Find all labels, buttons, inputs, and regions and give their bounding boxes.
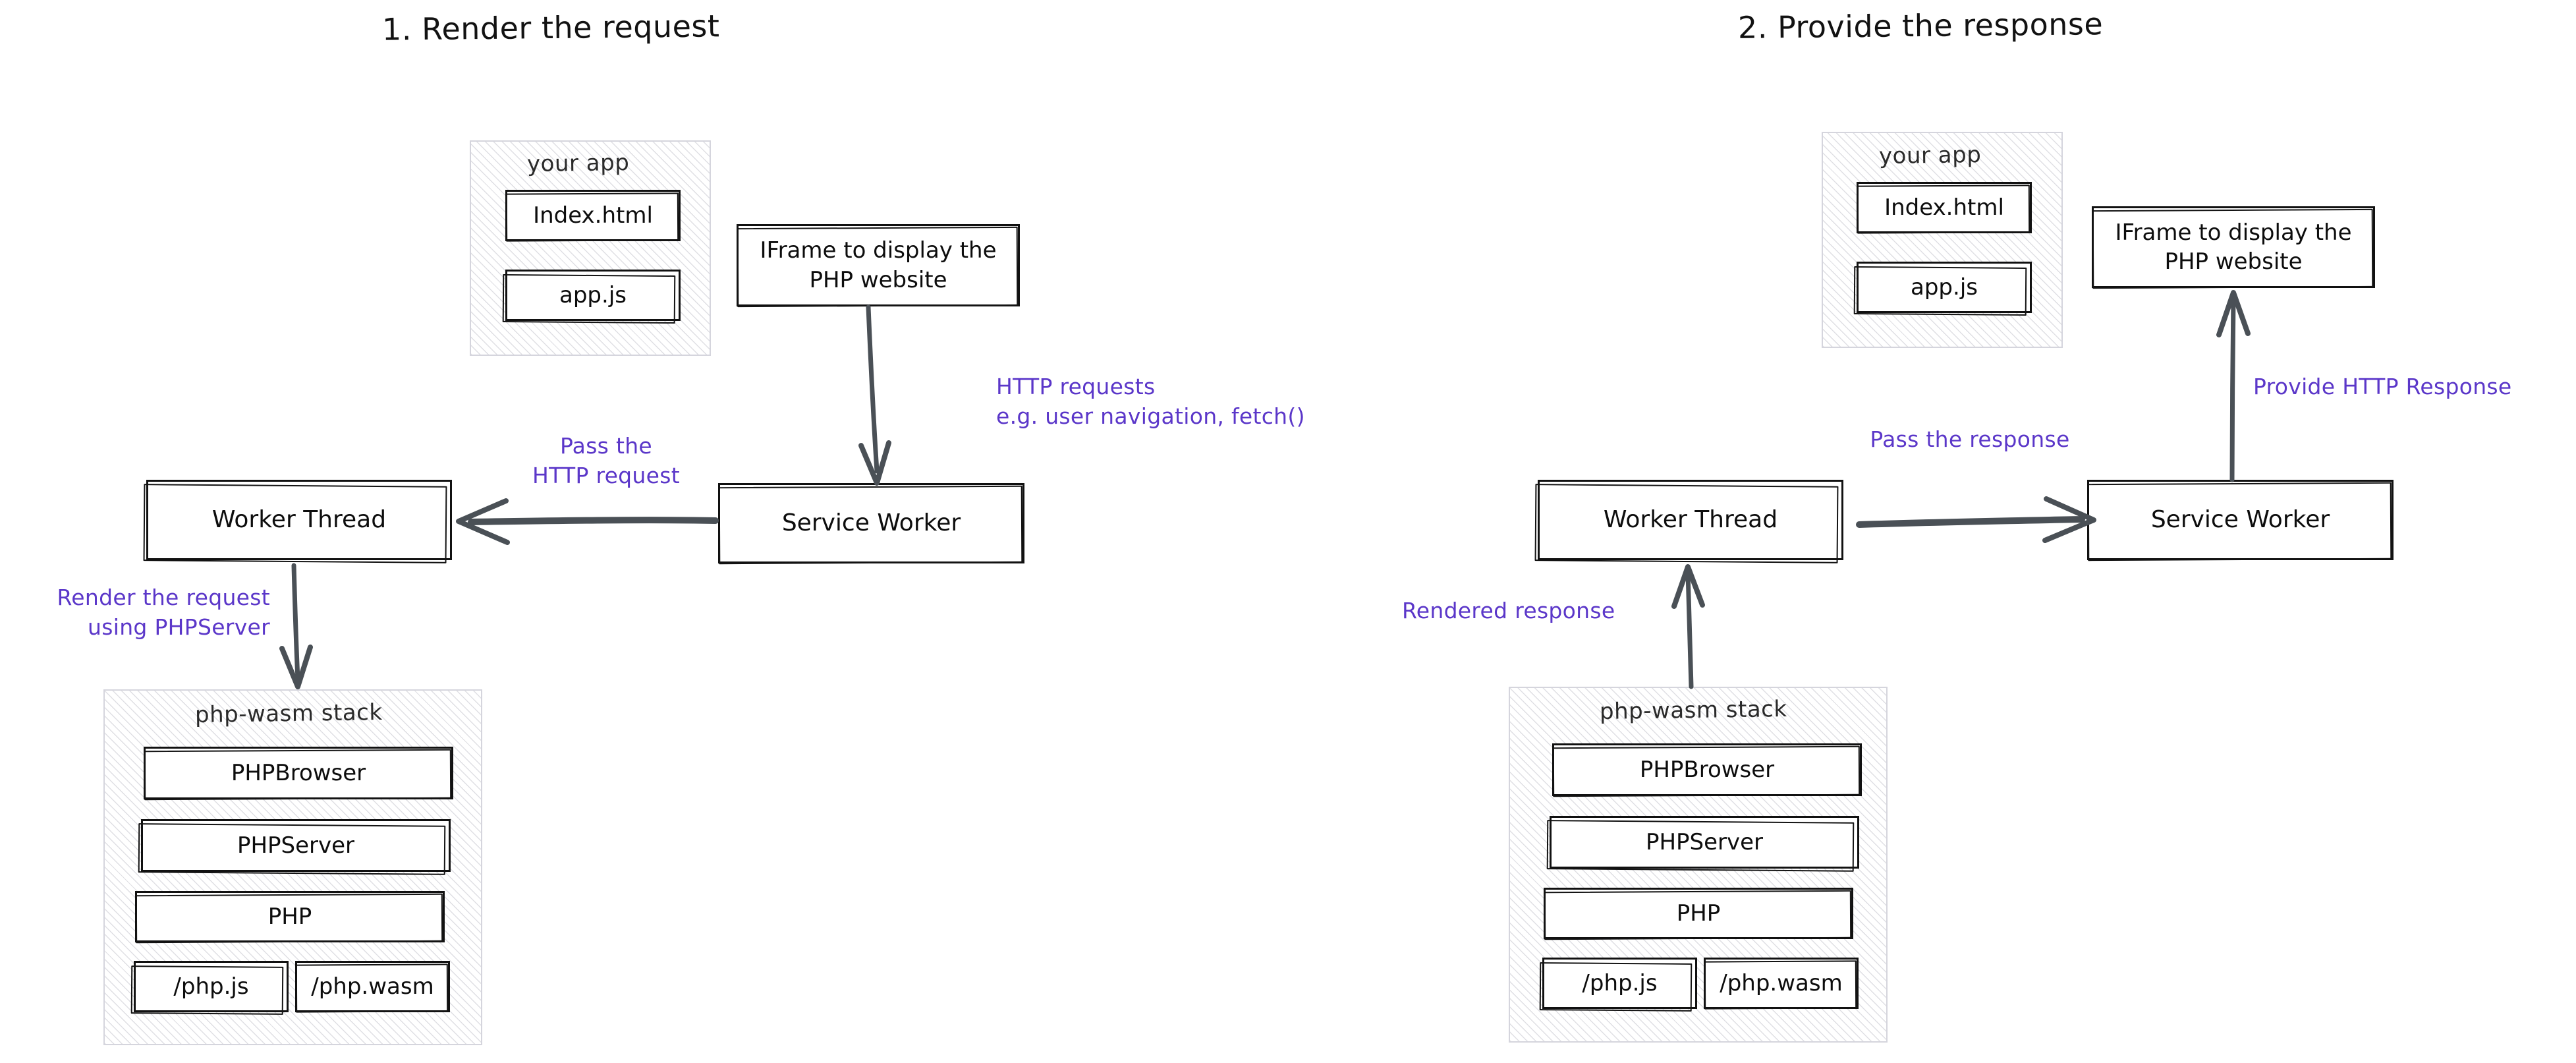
iframe-node[interactable]: IFrame to display the PHP website [2092, 206, 2375, 288]
stack-layer-label: PHP [267, 903, 312, 930]
stack-binary-label: /php.wasm [311, 973, 434, 1000]
stack-layer-label: PHPBrowser [1639, 756, 1775, 783]
stack-layer-phpbrowser[interactable]: PHPBrowser [144, 747, 453, 799]
your-app-group-title: your app [1878, 141, 1982, 170]
file-node-label: app.js [559, 281, 627, 308]
arrow-stack-to-worker-thread [1671, 564, 1705, 689]
stack-layer-label: PHPBrowser [231, 759, 366, 786]
arrow-service-worker-to-worker-thread [456, 498, 719, 545]
annotation-http-requests: HTTP requests e.g. user navigation, fetc… [996, 374, 1305, 429]
stack-binary-php-js[interactable]: /php.js [134, 961, 289, 1012]
stack-layer-phpserver[interactable]: PHPServer [141, 819, 451, 872]
file-node-index-html[interactable]: Index.html [505, 190, 681, 241]
file-node-index-html[interactable]: Index.html [1857, 182, 2032, 233]
annotation-pass-the-response: Pass the response [1870, 426, 2070, 452]
annotation-render-using-phpserver: Render the request using PHPServer [57, 585, 270, 640]
stack-layer-php[interactable]: PHP [135, 891, 445, 942]
file-node-label: app.js [1911, 273, 1978, 301]
stack-layer-label: PHPServer [237, 832, 355, 859]
arrow-worker-thread-to-service-worker [1856, 496, 2096, 543]
stack-layer-label: PHPServer [1645, 828, 1764, 855]
panel-title-provide-response: 2. Provide the response [1737, 6, 2104, 45]
arrow-worker-thread-to-stack [279, 563, 313, 689]
arrow-service-worker-to-iframe [2216, 290, 2251, 482]
file-node-label: Index.html [533, 202, 653, 229]
file-node-label: Index.html [1884, 194, 2004, 221]
service-worker-node-label: Service Worker [781, 509, 961, 536]
stack-layer-label: PHP [1676, 900, 1721, 927]
annotation-pass-http-request: Pass the HTTP request [532, 433, 680, 488]
worker-thread-node-label: Worker Thread [1603, 505, 1778, 533]
stack-layer-php[interactable]: PHP [1544, 888, 1853, 939]
annotation-provide-http-response: Provide HTTP Response [2253, 374, 2512, 399]
iframe-node-label: IFrame to display the PHP website [760, 237, 997, 293]
iframe-node-label: IFrame to display the PHP website [2115, 219, 2352, 275]
stack-binary-label: /php.wasm [1720, 969, 1843, 996]
arrow-iframe-to-service-worker [858, 304, 891, 486]
stack-binary-php-js[interactable]: /php.js [1542, 958, 1697, 1009]
your-app-group-title: your app [526, 149, 630, 178]
file-node-app-js[interactable]: app.js [1857, 262, 2032, 313]
worker-thread-node-label: Worker Thread [211, 505, 387, 533]
php-wasm-stack-group-title: php-wasm stack [1599, 696, 1787, 725]
stack-layer-phpserver[interactable]: PHPServer [1550, 816, 1859, 869]
php-wasm-stack-group-title: php-wasm stack [194, 699, 383, 728]
service-worker-node-label: Service Worker [2150, 505, 2330, 533]
stack-layer-phpbrowser[interactable]: PHPBrowser [1552, 743, 1862, 796]
worker-thread-node[interactable]: Worker Thread [146, 480, 452, 560]
stack-binary-php-wasm[interactable]: /php.wasm [1704, 958, 1859, 1009]
service-worker-node[interactable]: Service Worker [718, 483, 1024, 563]
worker-thread-node[interactable]: Worker Thread [1538, 480, 1843, 560]
annotation-rendered-response: Rendered response [1402, 598, 1615, 623]
stack-binary-label: /php.js [173, 973, 249, 1000]
stack-binary-label: /php.js [1582, 969, 1658, 996]
file-node-app-js[interactable]: app.js [505, 270, 681, 321]
iframe-node[interactable]: IFrame to display the PHP website [737, 224, 1020, 306]
panel-title-render-request: 1. Render the request [381, 8, 720, 47]
service-worker-node[interactable]: Service Worker [2087, 480, 2394, 560]
stack-binary-php-wasm[interactable]: /php.wasm [295, 961, 450, 1012]
